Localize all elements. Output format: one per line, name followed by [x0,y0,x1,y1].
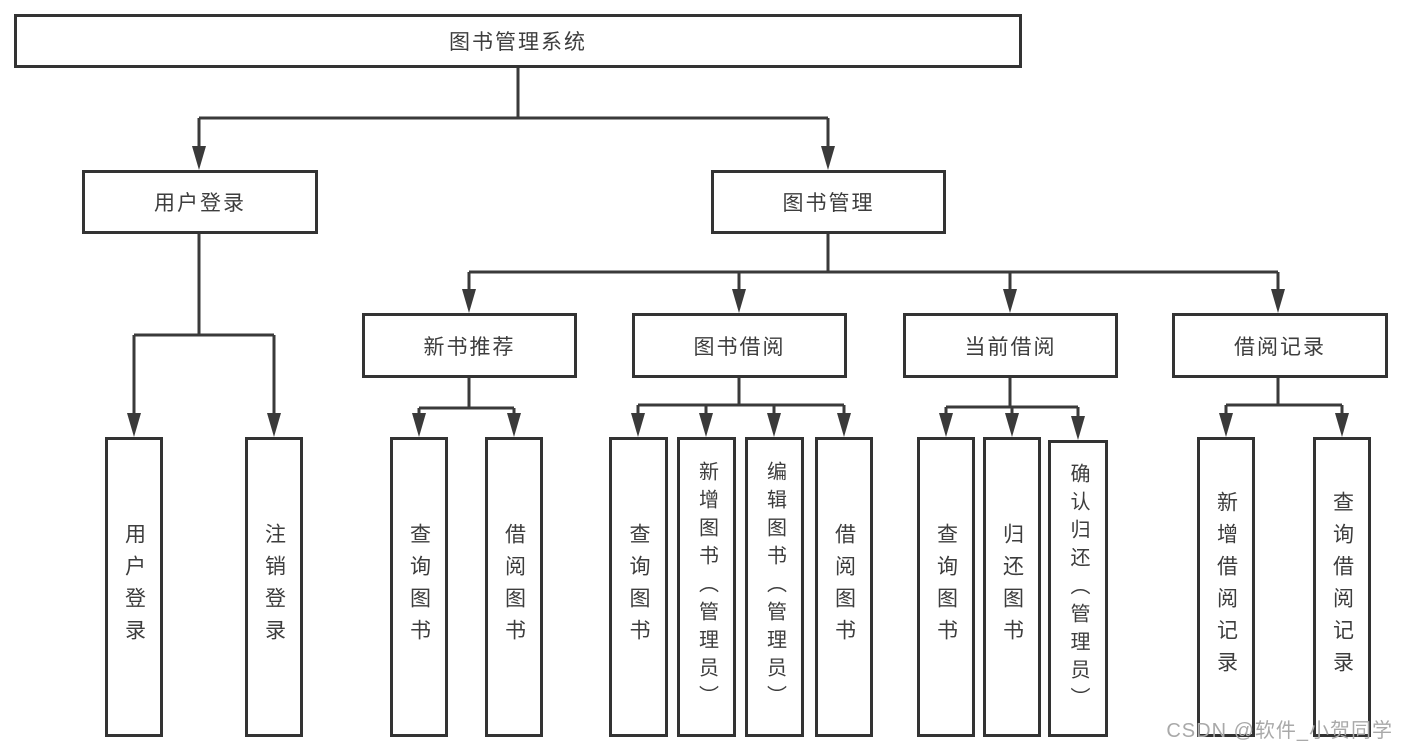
arrowhead [1005,413,1019,437]
node-query-books-3: 查询图书 [917,437,975,737]
node-query-books-1: 查询图书 [390,437,448,737]
node-borrow-books-1: 借阅图书 [485,437,543,737]
node-edit-books-admin: 编辑图书（管理员） [745,437,804,737]
csdn-watermark: CSDN @软件_小贺同学 [1166,720,1393,742]
arrowhead [507,413,521,437]
node-borrow-records: 借阅记录 [1172,313,1388,378]
arrowhead [821,146,835,170]
node-book-borrow: 图书借阅 [632,313,847,378]
arrowhead [412,413,426,437]
arrowhead [192,146,206,170]
node-library-system: 图书管理系统 [14,14,1022,68]
arrowhead [267,413,281,437]
node-user-login: 用户登录 [82,170,318,234]
node-logout: 注销登录 [245,437,303,737]
node-confirm-return-admin: 确认归还（管理员） [1048,440,1108,737]
node-query-books-2: 查询图书 [609,437,668,737]
arrowhead [1071,416,1085,440]
arrowhead [1335,413,1349,437]
node-borrow-books-2: 借阅图书 [815,437,873,737]
node-label: 查询图书 [627,523,650,651]
node-label: 注销登录 [262,523,286,651]
arrowhead [127,413,141,437]
node-label: 图书管理 [782,192,875,215]
node-label: 新书推荐 [423,335,516,359]
node-label: 编辑图书（管理员） [763,461,786,713]
arrowhead [699,413,713,437]
node-label: 新增图书（管理员） [695,461,718,713]
node-label: 查询图书 [407,523,431,651]
node-add-books-admin: 新增图书（管理员） [677,437,736,737]
node-label: 图书管理系统 [449,31,587,54]
node-label: 查询借阅记录 [1330,491,1354,683]
node-label: 确认归还（管理员） [1067,462,1089,715]
node-label: 图书借阅 [693,335,786,359]
node-label: 当前借阅 [964,335,1057,359]
arrowhead [462,289,476,313]
node-label: 借阅图书 [832,523,856,651]
node-book-management: 图书管理 [711,170,946,234]
arrowhead [1219,413,1233,437]
node-label: 归还图书 [1000,523,1024,651]
arrowhead [767,413,781,437]
node-current-borrow: 当前借阅 [903,313,1118,378]
node-label: 借阅图书 [502,523,526,651]
arrowhead [1271,289,1285,313]
node-new-book-recommend: 新书推荐 [362,313,577,378]
arrowhead [939,413,953,437]
node-user-login-leaf: 用户登录 [105,437,163,737]
node-label: 用户登录 [122,523,146,651]
arrowhead [732,289,746,313]
node-label: 新增借阅记录 [1214,491,1238,683]
node-query-borrow-record: 查询借阅记录 [1313,437,1371,737]
arrowhead [837,413,851,437]
node-label: 用户登录 [154,192,246,215]
node-return-books: 归还图书 [983,437,1041,737]
node-add-borrow-record: 新增借阅记录 [1197,437,1255,737]
arrowhead [631,413,645,437]
node-label: 查询图书 [934,523,958,651]
node-label: 借阅记录 [1234,335,1326,359]
arrowhead [1003,289,1017,313]
